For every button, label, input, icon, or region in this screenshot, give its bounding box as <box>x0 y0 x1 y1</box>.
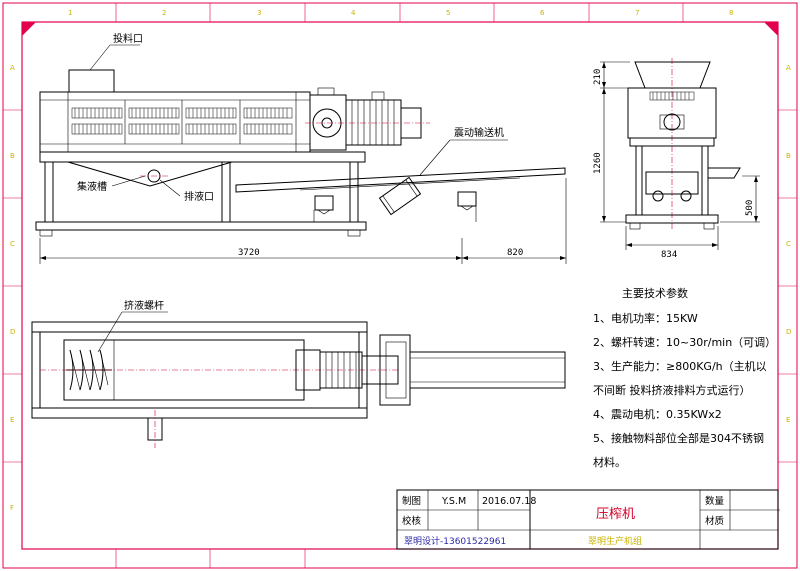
dim-side-main-height: 1260 <box>593 152 603 174</box>
dim-side-width: 834 <box>661 250 677 260</box>
vibrating-conveyor <box>235 167 566 222</box>
spec-line-2: 2、螺杆转速：10~30r/min（可调） <box>593 335 776 349</box>
zone-right-d: D <box>786 328 791 336</box>
collecting-tank <box>67 161 233 187</box>
spec-line-6: 5、接触物料部位全部是304不锈钢 <box>593 431 764 445</box>
plan-view: 挤液螺杆 <box>31 299 566 448</box>
dim-side-hopper-height: 210 <box>593 69 603 85</box>
spec-line-5: 4、震动电机：0.35KWx2 <box>593 407 722 421</box>
spec-line-1: 1、电机功率：15KW <box>593 311 698 325</box>
dim-total-length: 3720 <box>238 248 260 258</box>
spec-line-3: 3、生产能力：≥800KG/h（主机以 <box>593 359 767 373</box>
label-vibrating-conveyor: 震动输送机 <box>454 126 504 139</box>
zone-right-a: A <box>786 64 791 72</box>
side-view: 210 1260 500 834 <box>593 58 760 260</box>
label-drain-outlet: 排液口 <box>184 190 214 203</box>
tb-quantity-label: 数量 <box>705 495 725 507</box>
dim-side-conveyor-height: 500 <box>745 200 755 216</box>
label-collecting-tank: 集液槽 <box>77 180 107 193</box>
tb-designer-contact: 翠明设计-13601522961 <box>404 535 506 547</box>
tb-date: 2016.07.18 <box>482 496 536 507</box>
tb-company: 翠明生产机组 <box>588 535 642 547</box>
spec-line-4: 不间断 投料挤液排料方式运行） <box>593 383 751 397</box>
zone-top-6: 6 <box>540 9 545 17</box>
zone-top-5: 5 <box>446 9 450 17</box>
main-barrel <box>39 91 311 153</box>
zone-top-4: 4 <box>351 9 356 17</box>
motor <box>345 99 402 146</box>
tb-material-label: 材质 <box>705 515 725 527</box>
feed-hopper <box>68 69 115 93</box>
zone-labels: 1 2 3 4 5 6 7 8 A B C D E F A B C D E <box>10 9 791 512</box>
zone-left-b: B <box>10 152 15 160</box>
zone-right-b: B <box>786 152 791 160</box>
title-block: 制图 Y.S.M 2016.07.18 校核 压榨机 数量 材质 翠明设计-13… <box>396 489 780 550</box>
zone-left-a: A <box>10 64 15 72</box>
zone-right-c: C <box>786 240 791 248</box>
tb-product-name: 压榨机 <box>596 506 635 522</box>
front-view: 投料口 震动输送机 集液槽 排液口 3720 820 <box>35 32 567 264</box>
zone-top-7: 7 <box>635 9 639 17</box>
zone-top-1: 1 <box>68 9 72 17</box>
label-feed-inlet: 投料口 <box>113 32 143 45</box>
side-hopper <box>634 61 711 89</box>
screen-slots <box>71 107 293 135</box>
zone-left-f: F <box>10 504 14 512</box>
zone-right-e: E <box>786 416 790 424</box>
dim-conveyor-length: 820 <box>507 248 523 258</box>
spec-title: 主要技术参数 <box>622 286 688 300</box>
zone-left-e: E <box>10 416 14 424</box>
spec-line-7: 材料。 <box>593 455 626 469</box>
front-dimensions <box>39 178 567 264</box>
tb-drawn-by: Y.S.M <box>441 496 466 507</box>
zone-top-2: 2 <box>162 9 166 17</box>
zone-top-8: 8 <box>729 9 733 17</box>
zone-top-3: 3 <box>257 9 261 17</box>
tb-drawn-label: 制图 <box>402 495 421 507</box>
base-frame <box>39 151 366 163</box>
spec-block: 主要技术参数 1、电机功率：15KW 2、螺杆转速：10~30r/min（可调）… <box>593 286 776 469</box>
plan-conveyor <box>409 351 566 389</box>
zone-left-d: D <box>10 328 15 336</box>
tb-checked-label: 校核 <box>402 515 422 527</box>
zone-left-c: C <box>10 240 15 248</box>
label-squeeze-screw: 挤液螺杆 <box>124 299 164 312</box>
